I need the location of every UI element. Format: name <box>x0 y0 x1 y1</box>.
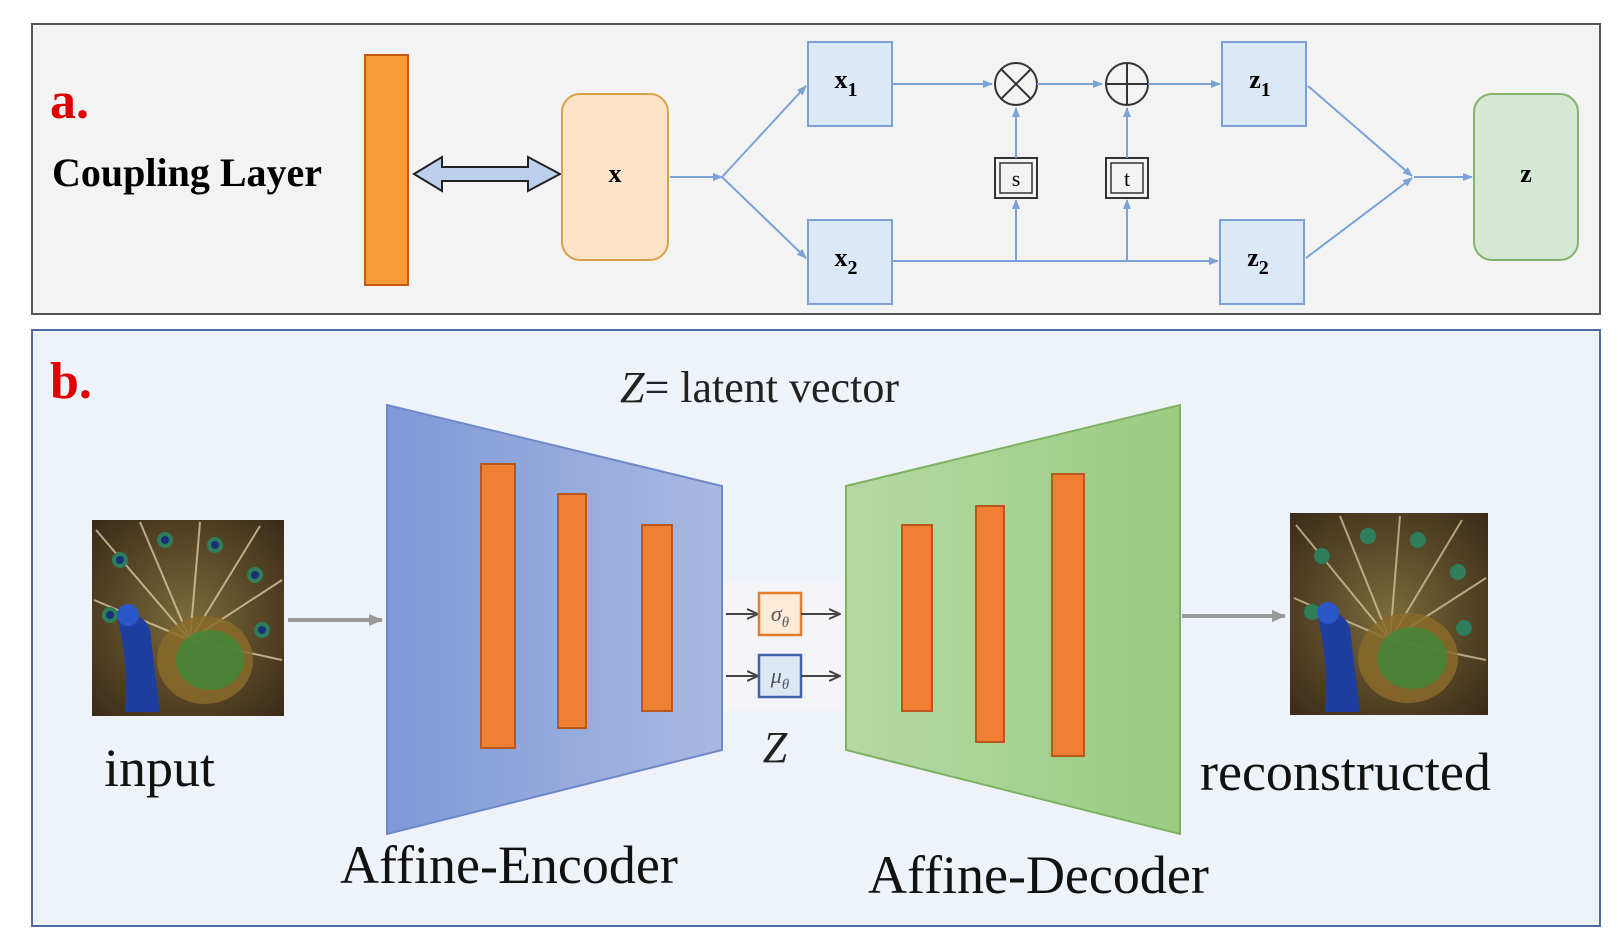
decoder-layer-2 <box>975 505 1005 743</box>
node-z1-subscript: 1 <box>1261 79 1271 101</box>
reconstructed-image <box>1290 513 1488 715</box>
sigma-symbol: σ <box>771 601 783 626</box>
edge-split-x2 <box>721 176 807 259</box>
mu-theta: θ <box>782 677 790 693</box>
latent-caption-var: Z <box>620 363 645 412</box>
node-x2-letter: x <box>835 243 848 272</box>
encoder-shape <box>386 403 723 836</box>
node-x1-label: x1 <box>835 65 858 101</box>
node-z1 <box>1221 41 1307 127</box>
panel-a: a. Coupling Layer x x1 x2 <box>31 23 1601 315</box>
latent-caption-text: = latent vector <box>644 363 899 412</box>
panel-b-label: b. <box>50 353 92 410</box>
mu-symbol: μ <box>770 663 782 688</box>
z-latent-label: Z <box>763 723 788 772</box>
decoder-layer-3 <box>1051 473 1085 757</box>
sigma-label: σθ <box>771 601 790 631</box>
encoder-layer-1 <box>480 463 516 749</box>
node-s <box>994 157 1038 199</box>
encoder-label: Affine-Encoder <box>340 835 678 895</box>
encoder-layer-2 <box>557 493 587 729</box>
edge-z1-merge <box>1307 85 1413 177</box>
node-z1-letter: z <box>1249 65 1261 94</box>
node-x1-letter: x <box>835 65 848 94</box>
node-s-label: s <box>1012 166 1021 191</box>
node-x1-subscript: 1 <box>848 79 858 101</box>
node-z-label: z <box>1520 159 1532 188</box>
node-z2-subscript: 2 <box>1259 257 1269 279</box>
node-x <box>561 93 669 261</box>
reconstructed-label: reconstructed <box>1200 742 1491 802</box>
mu-label: μθ <box>770 663 790 693</box>
panel-a-label: a. <box>50 73 89 130</box>
double-arrow-icon <box>412 155 563 193</box>
panel-b: b. Z= latent vector <box>31 329 1601 927</box>
node-x-label: x <box>609 159 622 188</box>
node-z2 <box>1219 219 1305 305</box>
node-x2-label: x2 <box>835 243 858 279</box>
node-t-label: t <box>1124 166 1130 191</box>
encoder-layer-3 <box>641 524 673 712</box>
edge-split-x1 <box>721 85 807 178</box>
decoder-layer-1 <box>901 524 933 712</box>
input-label: input <box>104 738 215 798</box>
node-x2-subscript: 2 <box>848 257 858 279</box>
latent-caption: Z= latent vector <box>620 363 899 412</box>
sigma-theta: θ <box>782 615 790 631</box>
edge-z2-merge <box>1305 177 1413 259</box>
sigma-box <box>757 591 803 637</box>
decoder-label: Affine-Decoder <box>868 845 1209 905</box>
mu-box <box>757 653 803 699</box>
node-z2-letter: z <box>1247 243 1259 272</box>
node-z1-label: z1 <box>1249 65 1271 101</box>
multiply-icon <box>994 62 1038 106</box>
input-image <box>92 520 284 716</box>
decoder-shape <box>845 403 1181 836</box>
node-z <box>1473 93 1579 261</box>
node-z2-label: z2 <box>1247 243 1269 279</box>
node-x1 <box>807 41 893 127</box>
coupling-layer-title: Coupling Layer <box>52 150 322 195</box>
add-icon <box>1105 62 1149 106</box>
coupling-orange-bar <box>364 54 409 286</box>
